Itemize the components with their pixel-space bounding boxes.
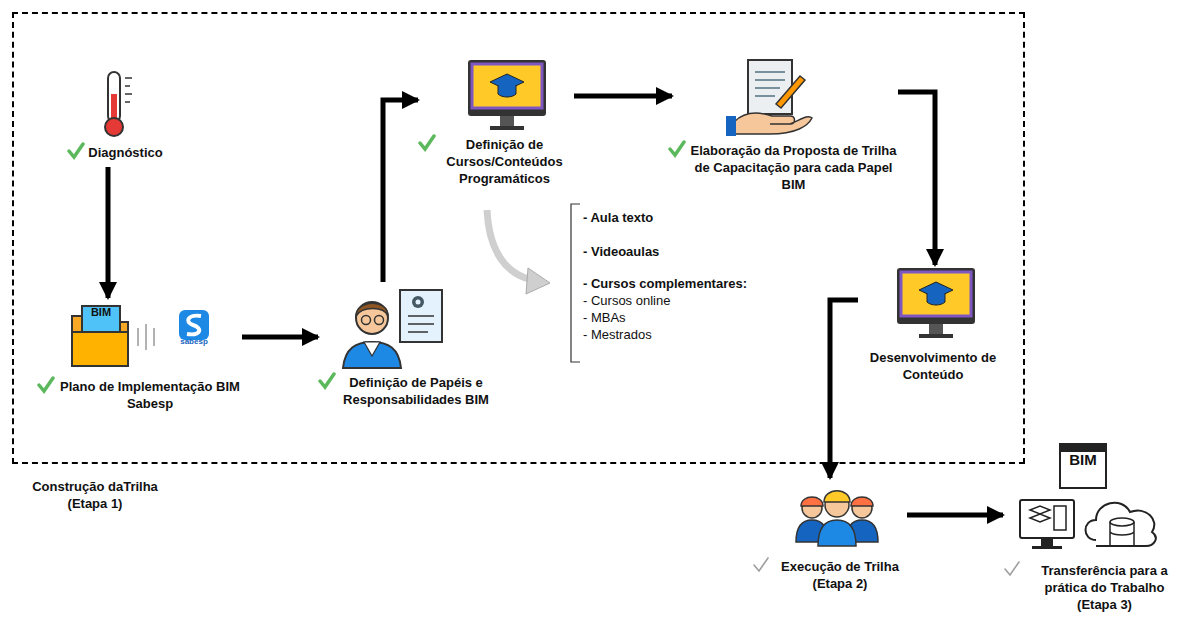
bim-practice-icons xyxy=(1020,444,1156,549)
team-icon xyxy=(796,491,878,546)
step-label: Definição de Cursos/Conteúdos Programáti… xyxy=(439,136,570,187)
flow-arrow xyxy=(242,335,318,340)
grey-curved-arrow xyxy=(487,210,550,294)
check-mark xyxy=(67,142,85,160)
flow-arrow xyxy=(907,513,1003,518)
icon-text: BIM xyxy=(91,305,111,320)
flow-arrow xyxy=(898,92,935,265)
region-title: Construção daTrilha (Etapa 1) xyxy=(20,478,170,512)
flow-arrow xyxy=(830,300,858,478)
content-item: - Aula texto xyxy=(583,209,653,226)
step-label: Elaboração da Proposta de Trilha de Capa… xyxy=(689,142,898,193)
step-label: Diagnóstico xyxy=(88,144,162,161)
check-mark xyxy=(418,134,436,152)
stage-box: Execução de Trilha (Etapa 2) xyxy=(752,478,907,592)
step-box: Desenvolvimento de Conteúdo xyxy=(858,265,1008,383)
check-mark xyxy=(1003,560,1021,578)
flow-arrow xyxy=(383,100,418,282)
check-mark xyxy=(318,372,336,390)
person-icon xyxy=(343,290,442,368)
trail-region: Construção daTrilha (Etapa 1)Diagnóstico… xyxy=(12,12,1025,464)
step-label: Transferência para a prática do Trabalho… xyxy=(1024,562,1185,613)
monitor-icon xyxy=(897,268,975,338)
step-box: Plano de Implementação BIM Sabesp xyxy=(37,298,242,412)
logo-text: sabesp xyxy=(180,336,208,348)
step-label: Plano de Implementação BIM Sabesp xyxy=(58,378,242,412)
step-label: Execução de Trilha (Etapa 2) xyxy=(773,558,907,592)
content-item: - Cursos online xyxy=(583,292,670,309)
flow-arrow xyxy=(106,167,111,298)
flow-arrow xyxy=(574,94,672,99)
monitor-icon xyxy=(468,60,546,130)
step-box: Definição de Cursos/Conteúdos Programáti… xyxy=(418,58,570,187)
step-label: Definição de Papéis e Responsabilidades … xyxy=(339,374,493,408)
check-mark xyxy=(37,376,55,394)
proposal-icon xyxy=(726,60,812,136)
content-item: - Cursos complementares: xyxy=(583,275,747,292)
content-item: - Mestrados xyxy=(583,326,652,343)
step-box: Elaboração da Proposta de Trilha de Capa… xyxy=(668,58,898,193)
thermometer-icon xyxy=(105,72,132,136)
check-mark xyxy=(752,556,770,574)
content-item: - Videoaulas xyxy=(583,243,659,260)
icon-text: BIM xyxy=(1069,450,1097,469)
step-label: Desenvolvimento de Conteúdo xyxy=(858,349,1008,383)
bim-folder-icon xyxy=(72,306,154,366)
step-box: Definição de Papéis e Responsabilidades … xyxy=(318,282,493,408)
content-bracket xyxy=(571,204,580,362)
sabesp-logo xyxy=(179,310,209,340)
check-mark xyxy=(668,140,686,158)
content-item: - MBAs xyxy=(583,309,626,326)
step-box: Diagnóstico xyxy=(50,62,180,161)
